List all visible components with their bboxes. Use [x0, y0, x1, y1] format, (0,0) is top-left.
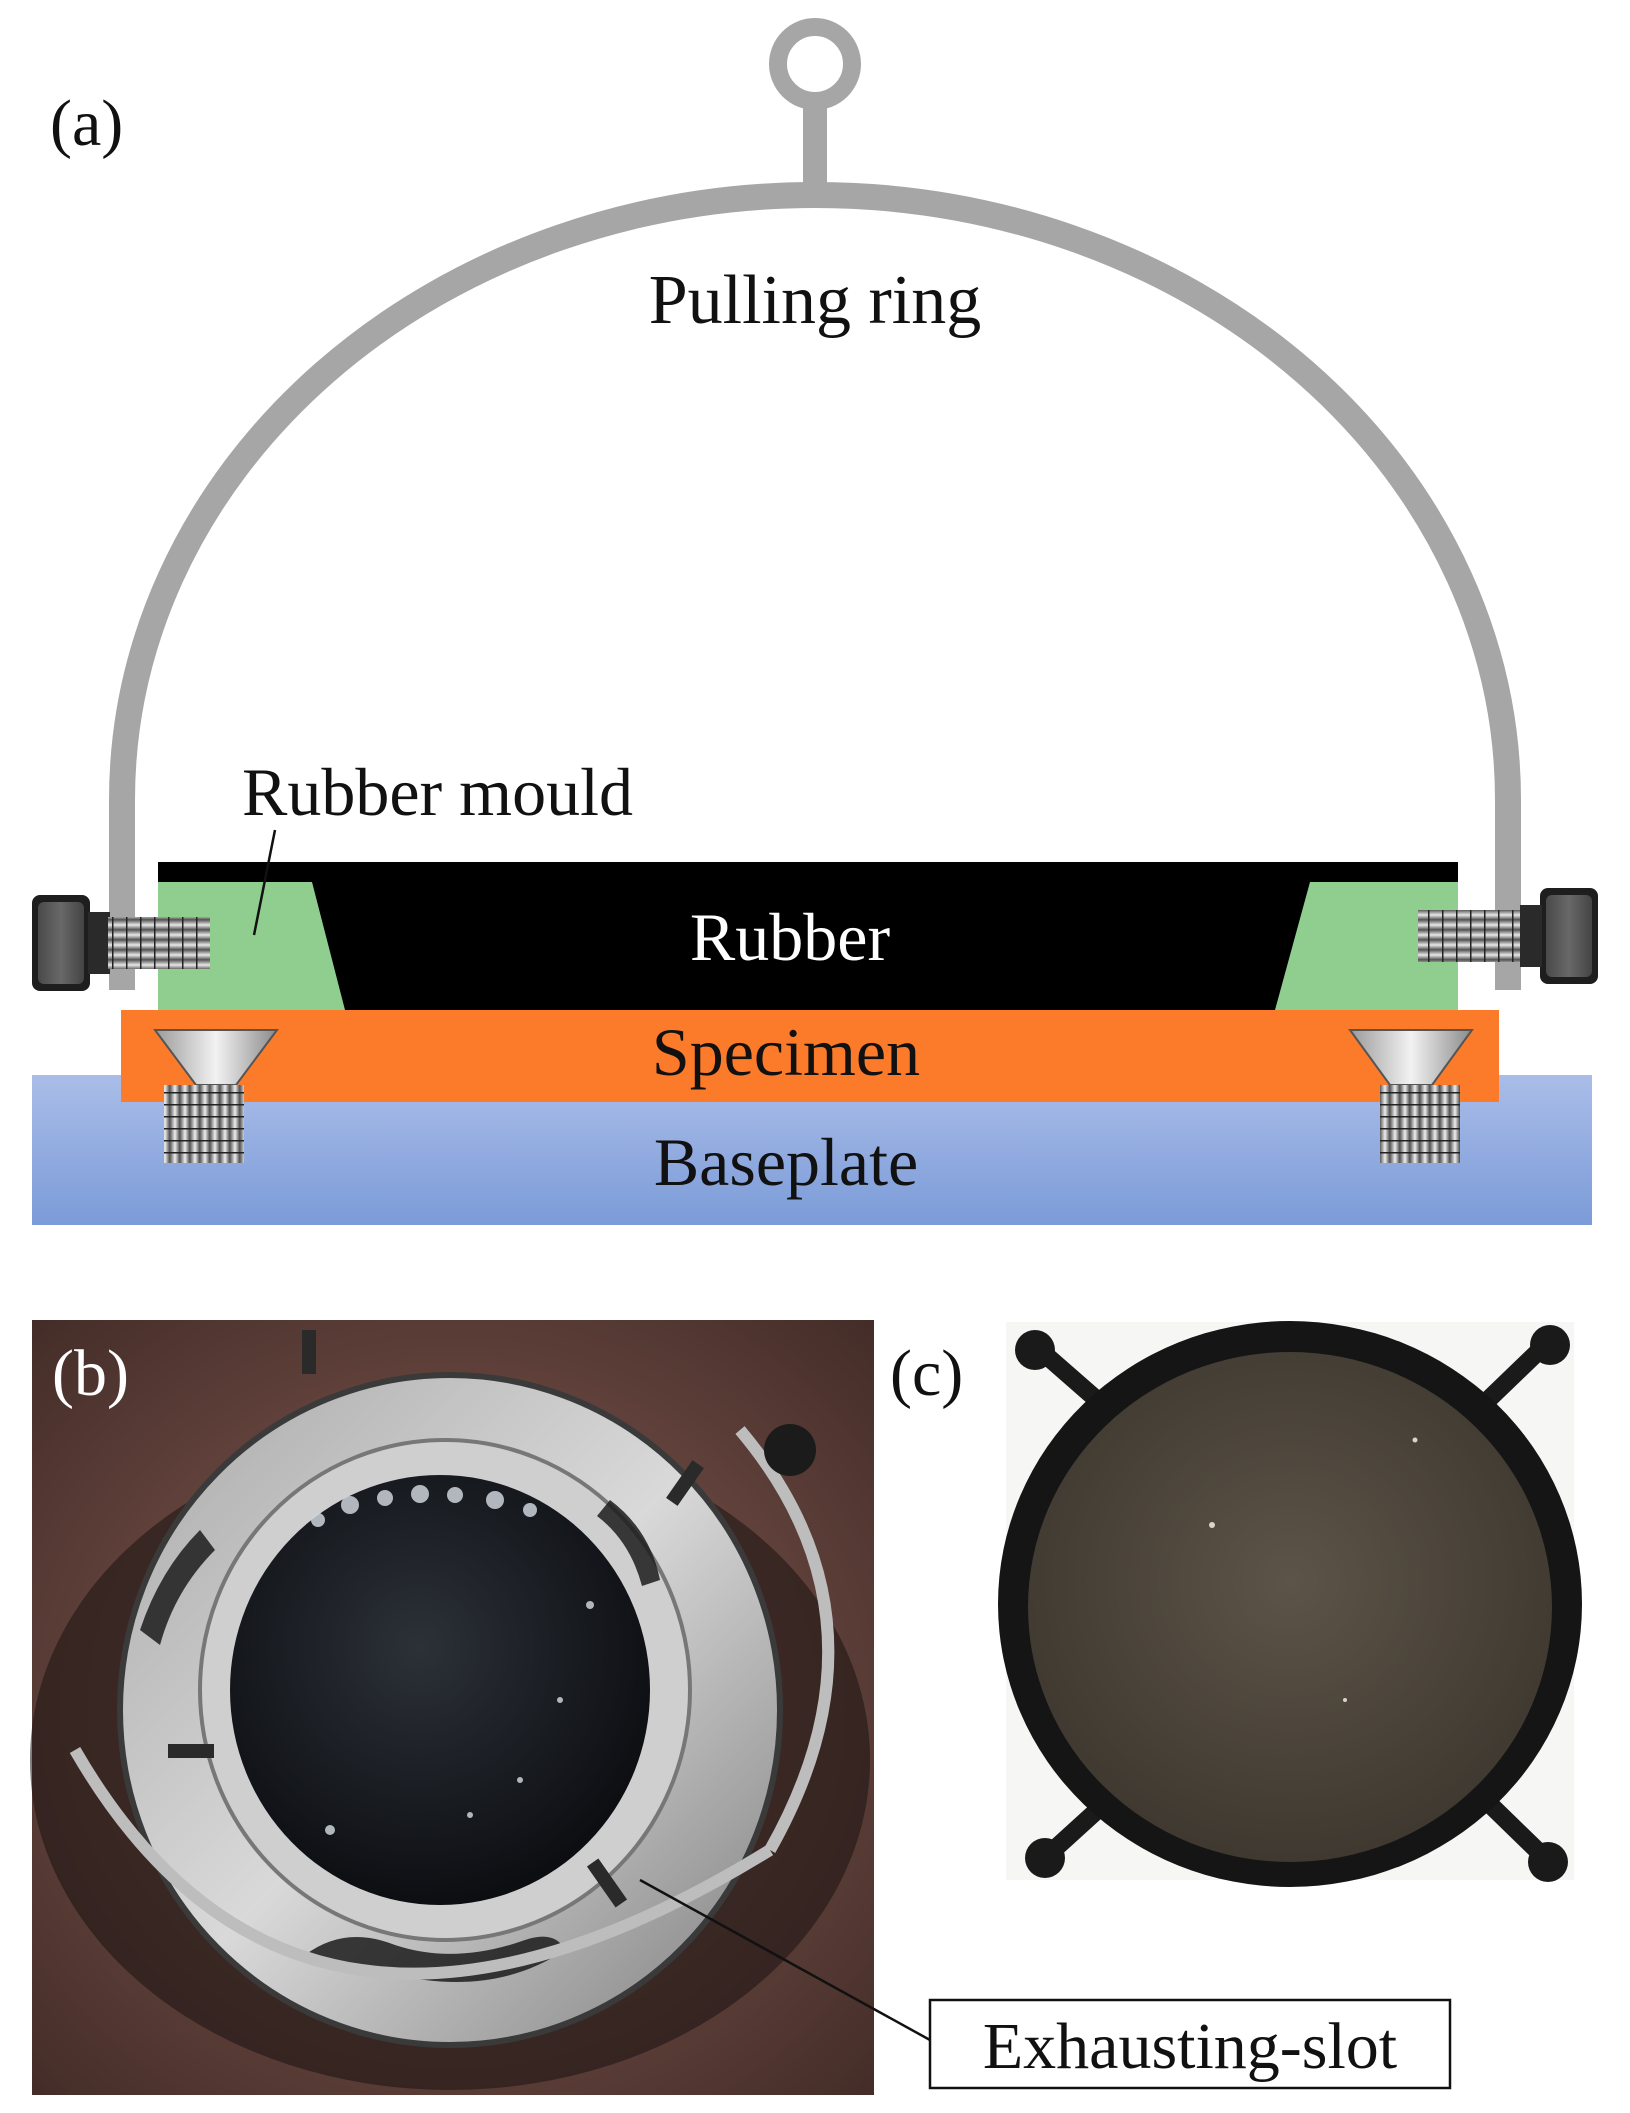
side-bolt-left — [32, 895, 210, 991]
ring-hook-stem — [803, 108, 827, 200]
specimen — [121, 1010, 1499, 1102]
panel-a: (a) Pulling ring Baseplate Specimen Rubb… — [32, 18, 1598, 1225]
specimen-disk-surface — [1028, 1352, 1552, 1862]
panel-b-tag: (b) — [52, 1337, 129, 1410]
rubber-mould-leader — [252, 829, 277, 936]
panel-a-tag: (a) — [50, 87, 123, 160]
exhausting-slot-box — [928, 1998, 1452, 2090]
rubber-label: Rubber — [690, 899, 891, 975]
rubber-mould-label: Rubber mould — [242, 754, 633, 830]
countersunk-screw-left — [153, 1029, 279, 1163]
pulling-ring-label: Pulling ring — [649, 262, 982, 339]
rubber — [158, 862, 1458, 1010]
side-bolt-right — [1418, 888, 1598, 984]
panel-c-tag: (c) — [890, 1337, 963, 1410]
panel-b-photo: (b) — [30, 1320, 874, 2095]
specimen-disk-dark — [230, 1475, 650, 1905]
specimen-label: Specimen — [652, 1014, 920, 1090]
countersunk-screw-right — [1348, 1029, 1474, 1163]
exhausting-slot-label: Exhausting-slot — [983, 2010, 1397, 2083]
ring-hook-loop — [769, 18, 861, 110]
panel-c-photo: (c) — [890, 1321, 1582, 1887]
exhausting-slot-leader — [639, 1878, 931, 2042]
baseplate-label: Baseplate — [654, 1124, 918, 1200]
